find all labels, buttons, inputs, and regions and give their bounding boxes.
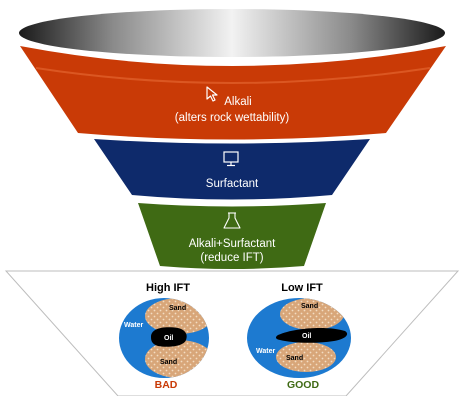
layer-alkali-surfactant xyxy=(138,203,326,269)
layer-alkali-highlight xyxy=(35,67,431,84)
sand-grain-top-right xyxy=(280,298,344,330)
verdict-good: GOOD xyxy=(287,379,320,391)
oil-film-right xyxy=(275,327,348,343)
sand-label-top-right: Sand xyxy=(301,303,318,310)
sand-label-bottom-right: Sand xyxy=(286,355,303,362)
water-label-left: Water xyxy=(124,322,143,329)
sand-label-top-left: Sand xyxy=(169,305,186,312)
verdict-bad: BAD xyxy=(155,379,178,391)
surfactant-title: Surfactant xyxy=(206,178,259,190)
sand-grain-bottom-right xyxy=(276,342,336,372)
low-ift-illustration: Water Oil Sand Sand xyxy=(247,298,351,378)
alkali-subtitle: (alters rock wettability) xyxy=(175,112,290,124)
layer-surfactant xyxy=(94,139,370,200)
cursor-icon xyxy=(206,86,218,102)
monitor-icon xyxy=(223,151,239,167)
high-ift-title: High IFT xyxy=(146,282,190,294)
low-ift-title: Low IFT xyxy=(281,282,323,294)
funnel-rim xyxy=(19,9,445,57)
sand-label-bottom-left: Sand xyxy=(160,359,177,366)
alkali-title: Alkali xyxy=(224,96,251,108)
water-label-right: Water xyxy=(256,348,275,355)
combined-title: Alkali+Surfactant xyxy=(189,238,276,250)
oil-label-left: Oil xyxy=(164,335,173,342)
comparison-panel xyxy=(4,270,460,396)
flask-icon xyxy=(223,212,241,229)
oil-droplet-left xyxy=(151,327,187,347)
layer-alkali xyxy=(20,46,446,140)
oil-label-right: Oil xyxy=(302,333,311,340)
combined-subtitle: (reduce IFT) xyxy=(200,252,263,264)
